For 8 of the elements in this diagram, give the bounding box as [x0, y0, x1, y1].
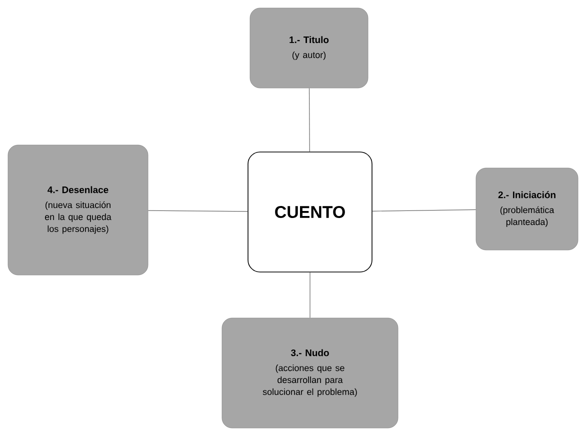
main-box: CUENTO — [248, 152, 372, 272]
topic-box: 1.- Titulo (y autor) — [250, 8, 368, 88]
topic-box: 3.- Nudo (acciones que se desarrollan para solucionar el problema) — [222, 318, 398, 428]
connector-line — [308, 88, 310, 152]
connector-line — [148, 210, 248, 212]
topic-box: 4.- Desenlace (nueva situación en la que queda los personajes) — [8, 144, 148, 276]
topic-box: 2.- Iniciación (problemática planteada) — [476, 168, 578, 250]
connector-line — [372, 209, 476, 212]
